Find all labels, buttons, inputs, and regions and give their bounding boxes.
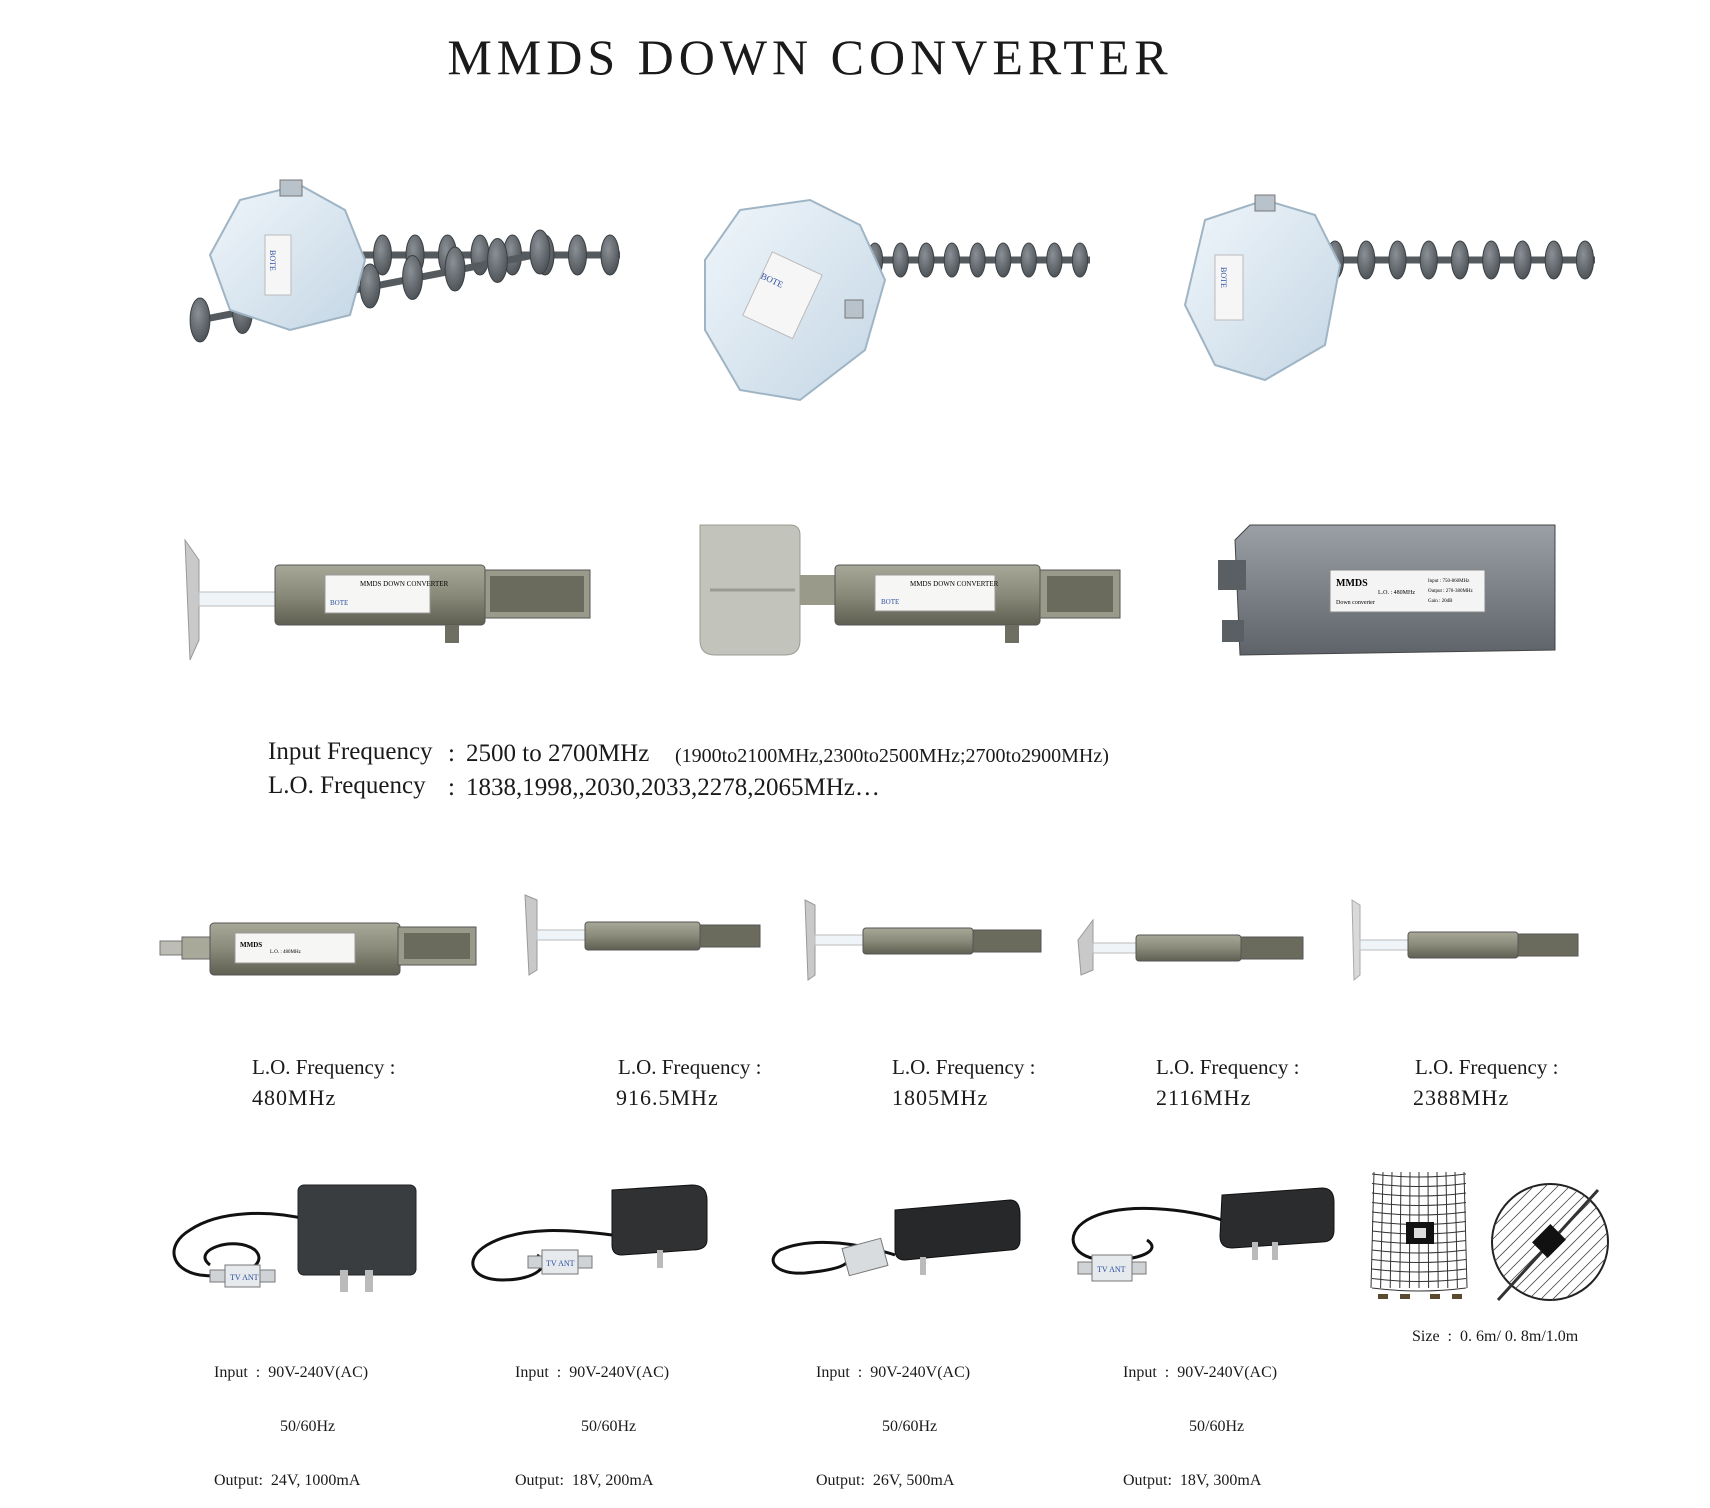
converter-2388 — [1351, 899, 1579, 982]
converter-916 — [524, 894, 761, 976]
lo-label-2: L.O. Frequency : — [618, 1055, 762, 1079]
lo-value-1: 480MHz — [252, 1085, 337, 1110]
lo-frequency-label: L.O. Frequency — [268, 772, 426, 799]
psu-1-input: Input : 90V-240V(AC) — [214, 1364, 369, 1381]
waveguide-converter-small-feed: MMDS DOWN CONVERTER BOTE — [184, 538, 591, 661]
grid-antenna-rectangular — [1370, 1171, 1468, 1299]
psu-4-output: Output: 18V, 300mA — [1123, 1472, 1262, 1489]
power-supply-3 — [771, 1199, 1021, 1277]
helical-converter-side: BOTE — [1183, 194, 1595, 382]
grid-antenna-round — [1491, 1183, 1609, 1302]
brand-label: BOTE — [1219, 267, 1228, 288]
psu-3-output: Output: 26V, 500mA — [816, 1472, 955, 1489]
power-supply-4: TV ANT — [1071, 1187, 1335, 1282]
box-gain: Gain : 20dB — [1428, 599, 1453, 604]
psu-2-specs: Input : 90V-240V(AC) 50/60Hz Output: 18V… — [515, 1328, 669, 1508]
helix-side — [1325, 240, 1595, 280]
box-sub: Down converter — [1336, 600, 1375, 606]
waveguide-converter-panel-feed: MMDS DOWN CONVERTER BOTE — [699, 524, 1121, 656]
psu-2-input: Input : 90V-240V(AC) — [515, 1364, 670, 1381]
page-title: MMDS DOWN CONVERTER — [447, 29, 1173, 85]
psu-4-freq: 50/60Hz — [1189, 1418, 1245, 1435]
input-frequency-label: Input Frequency — [268, 738, 433, 765]
tv-ant-label: TV ANT — [230, 1273, 259, 1282]
module-label: MMDS DOWN CONVERTER — [910, 580, 999, 588]
lo-frequency-values: 1838,1998,,2030,2033,2278,2065MHz… — [466, 774, 880, 801]
lo-label-3: L.O. Frequency : — [892, 1055, 1036, 1079]
input-frequency-value: 2500 to 2700MHz — [466, 740, 650, 767]
lo-value-2: 916.5MHz — [616, 1085, 719, 1110]
psu-2-output: Output: 18V, 200mA — [515, 1472, 654, 1489]
lo-label-1: L.O. Frequency : — [252, 1055, 396, 1079]
antenna-size: Size : 0. 6m/ 0. 8m/1.0m — [1412, 1328, 1579, 1345]
power-supply-2: TV ANT — [471, 1184, 708, 1282]
lo-value-3: 1805MHz — [892, 1085, 989, 1110]
module-lo: L.O. : 480MHz — [270, 950, 302, 955]
psu-1-specs: Input : 90V-240V(AC) 50/60Hz Output: 24V… — [214, 1328, 368, 1508]
psu-4-input: Input : 90V-240V(AC) — [1123, 1364, 1278, 1381]
input-frequency-alt: (1900to2100MHz,2300to2500MHz;2700to2900M… — [675, 745, 1109, 767]
brand-label: BOTE — [268, 250, 277, 271]
module-label: MMDS DOWN CONVERTER — [360, 580, 449, 588]
module-brand: MMDS — [240, 941, 262, 949]
psu-3-freq: 50/60Hz — [882, 1418, 938, 1435]
helical-converter-round: BOTE — [704, 198, 1090, 402]
brand-label: BOTE — [881, 598, 899, 606]
psu-2-freq: 50/60Hz — [581, 1418, 637, 1435]
psu-3-specs: Input : 90V-240V(AC) 50/60Hz Output: 26V… — [816, 1328, 970, 1508]
power-supply-1: TV ANT — [172, 1184, 417, 1292]
lo-frequency-colon: : — [448, 774, 455, 801]
lo-value-4: 2116MHz — [1156, 1085, 1252, 1110]
lo-label-4: L.O. Frequency : — [1156, 1055, 1300, 1079]
tv-ant-label: TV ANT — [1097, 1265, 1126, 1274]
psu-4-specs: Input : 90V-240V(AC) 50/60Hz Output: 18V… — [1123, 1328, 1277, 1508]
box-input: Input : 750-860MHz — [1428, 579, 1470, 584]
box-output: Output : 270-380MHz — [1428, 589, 1474, 594]
psu-1-freq: 50/60Hz — [280, 1418, 336, 1435]
brand-label: BOTE — [330, 599, 348, 607]
rect-grid — [1370, 1171, 1468, 1299]
box-lo: L.O. : 480MHz — [1378, 590, 1415, 596]
tv-ant-label: TV ANT — [546, 1259, 575, 1268]
input-frequency-colon: : — [448, 740, 455, 767]
helix-single — [866, 242, 1090, 278]
lo-label-5: L.O. Frequency : — [1415, 1055, 1559, 1079]
converter-1805 — [804, 899, 1042, 981]
converter-480: MMDS L.O. : 480MHz — [159, 922, 477, 976]
converter-2116 — [1077, 918, 1304, 976]
box-brand: MMDS — [1336, 578, 1368, 589]
helical-converter-dual: BOTE — [189, 179, 620, 343]
box-converter: MMDS Down converter L.O. : 480MHz Input … — [1218, 524, 1556, 656]
psu-3-input: Input : 90V-240V(AC) — [816, 1364, 971, 1381]
psu-1-output: Output: 24V, 1000mA — [214, 1472, 361, 1489]
lo-value-5: 2388MHz — [1413, 1085, 1510, 1110]
